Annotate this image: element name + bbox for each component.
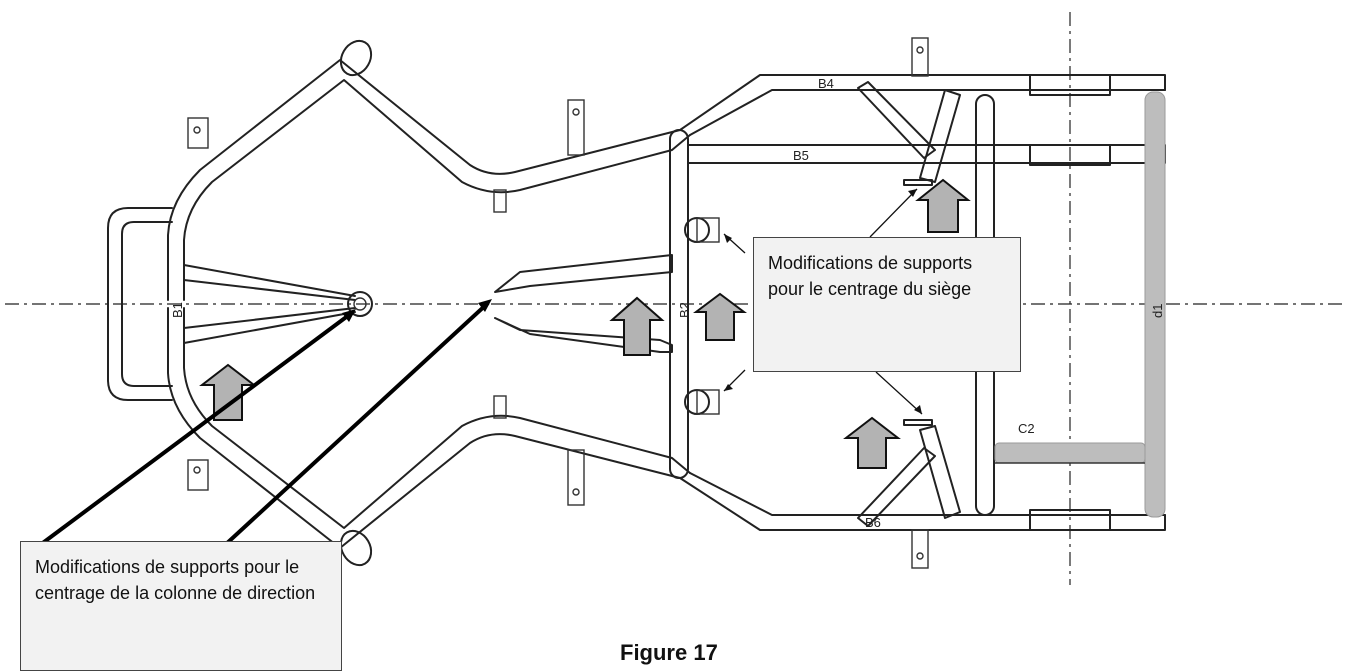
seat-strut-upper — [919, 89, 961, 183]
label-b4: B4 — [818, 76, 834, 91]
lower-main-rail — [167, 307, 1166, 549]
callout-steering-column: Modifications de supports pour le centra… — [20, 541, 342, 671]
front-tube-lower — [183, 307, 356, 329]
c2-bar — [994, 442, 1146, 464]
tab — [567, 99, 585, 156]
strut-cap-lower — [903, 419, 933, 426]
bearing-upper-a — [1029, 74, 1111, 96]
centre-rail-upper — [494, 254, 673, 293]
front-tube-upper — [183, 264, 356, 297]
steering-pointer-b-head — [478, 299, 492, 312]
arrow-b2-left — [609, 296, 665, 356]
steering-column-base — [347, 291, 373, 317]
tab — [911, 37, 929, 77]
tab-hole — [916, 552, 924, 560]
seat-pointer-bottom — [875, 371, 923, 415]
centre-rail-lower — [494, 317, 673, 353]
arrow-seat-lower — [843, 416, 901, 469]
lower-main-rail-rear — [689, 472, 1166, 516]
tab — [911, 529, 929, 569]
seat-strut-lower — [919, 425, 961, 519]
lower-main-rail-inner — [183, 307, 691, 529]
arrow-b2-right — [693, 292, 747, 341]
tab-hole — [916, 46, 924, 54]
label-b2: B2 — [677, 302, 692, 318]
tab — [187, 459, 209, 491]
label-d1: d1 — [1150, 304, 1165, 318]
seat-pointer-left-top-head — [724, 234, 732, 243]
tab-hole — [193, 126, 201, 134]
b2-crossbar — [669, 129, 689, 479]
front-right-spindle — [339, 529, 373, 567]
upper-main-rail — [167, 59, 1166, 301]
label-b1: B1 — [170, 302, 185, 318]
steering-pointer-b — [223, 301, 490, 547]
tab — [187, 117, 209, 149]
tab — [567, 449, 585, 506]
label-c2: C2 — [1018, 421, 1035, 436]
arrow-seat-upper — [915, 178, 971, 233]
arrow-front — [199, 363, 257, 421]
seat-pointer-left-bottom-head — [724, 384, 733, 391]
steering-pointer-a — [38, 310, 355, 547]
figure-caption: Figure 17 — [620, 640, 718, 665]
steering-column-hole — [353, 297, 367, 311]
strut-cap-upper — [903, 179, 933, 186]
upper-main-rail-inner — [183, 79, 691, 301]
front-bumper-inner — [121, 221, 173, 387]
steering-pointer-a-head — [342, 309, 356, 322]
front-bumper — [107, 207, 173, 401]
callout-seat-centering: Modifications de supports pour le centra… — [753, 237, 1021, 372]
front-tube-lower-b — [183, 311, 356, 344]
tab-hole — [193, 466, 201, 474]
tab-hole — [572, 108, 580, 116]
tab-hole — [572, 488, 580, 496]
bearing-upper-b — [1029, 144, 1111, 166]
b6-diagonal — [857, 447, 936, 527]
d1-rear-axle — [1144, 91, 1166, 518]
b4-diagonal — [857, 81, 936, 159]
seat-pointer-top — [869, 188, 918, 238]
upper-main-rail-rear — [689, 89, 1166, 136]
seat-mount-upper-plate — [696, 217, 720, 243]
label-b6: B6 — [865, 515, 881, 530]
tab — [493, 189, 507, 213]
front-left-spindle — [339, 39, 373, 77]
seat-mount-lower-plate — [696, 389, 720, 415]
seat-pointer-bottom-head — [914, 405, 922, 414]
tab — [493, 395, 507, 419]
label-b5: B5 — [793, 148, 809, 163]
seat-pointer-top-head — [908, 189, 917, 197]
front-tube-upper-b — [183, 279, 356, 301]
bearing-lower-a — [1029, 509, 1111, 531]
